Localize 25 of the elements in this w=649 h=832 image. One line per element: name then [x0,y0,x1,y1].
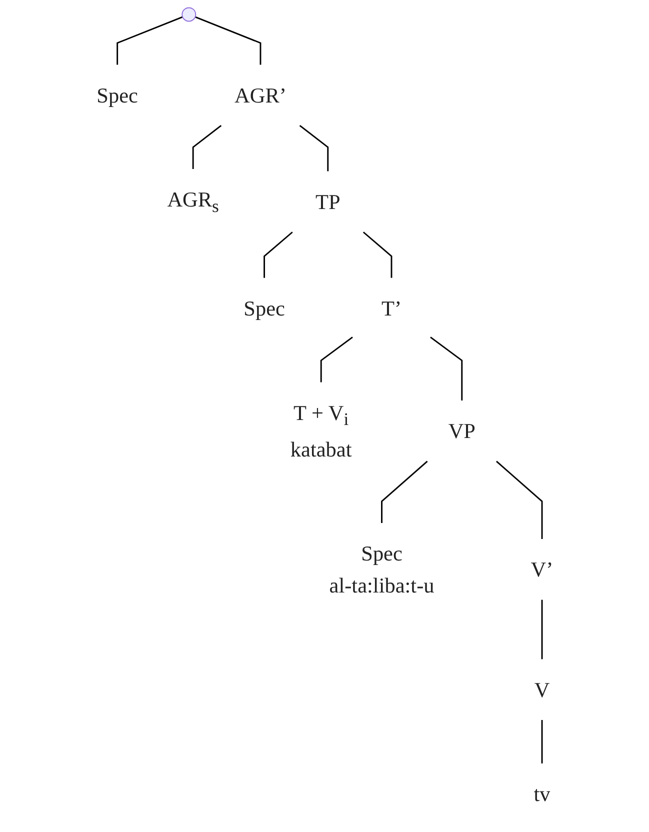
node-text: T + V$_{i}$ katabat [290,400,352,462]
connector [362,232,392,278]
node-text: T’ [381,296,402,320]
connector [540,600,542,660]
connector [192,124,222,169]
node-text: AGR$_{s}$ [166,187,218,216]
connector [540,720,542,764]
connector [496,460,542,539]
connector [430,336,462,400]
node-text: Spec [243,296,284,320]
node-text: Spec al-ta:liba:t-u [328,541,434,598]
node-text: TP [315,190,340,214]
node-text: VP [448,418,476,443]
node-text: tv [533,782,550,806]
connector [298,124,328,172]
node-point [181,7,196,22]
node-text: V’ [530,557,553,582]
connector [194,16,261,65]
connector [380,460,428,524]
connector [263,232,292,278]
connector [320,336,352,382]
node-text: AGR’ [234,83,286,108]
node-text: Spec [96,83,138,108]
connector [116,16,182,65]
node-text: V [534,678,550,702]
